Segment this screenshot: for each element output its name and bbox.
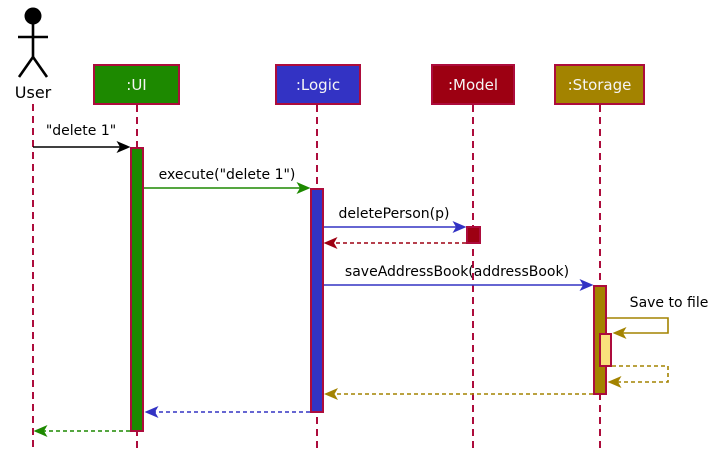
arrow-execute xyxy=(144,182,311,194)
message-label-delete-person: deletePerson(p) xyxy=(338,206,450,222)
participant-label-logic: :Logic xyxy=(295,75,341,94)
arrow-delete-person xyxy=(324,221,467,233)
participant-label-ui: :UI xyxy=(126,75,147,94)
arrow-return-logic-to-ui xyxy=(144,406,310,418)
message-label-save-address-book: saveAddressBook(addressBook) xyxy=(344,264,570,280)
participant-label-storage: :Storage xyxy=(567,75,632,94)
arrow-return-storage-to-logic xyxy=(324,388,593,400)
arrow-return-ui-to-user xyxy=(33,425,130,437)
activation-bar-storage-nested xyxy=(599,333,612,367)
actor-user-label: User xyxy=(14,83,52,102)
participant-label-model: :Model xyxy=(447,75,499,94)
message-label-save-to-file: Save to file xyxy=(629,295,709,311)
message-label-execute: execute("delete 1") xyxy=(158,167,296,183)
participant-box-model: :Model xyxy=(431,64,515,105)
participant-box-logic: :Logic xyxy=(275,64,361,105)
activation-bar-model xyxy=(466,226,481,244)
arrow-return-model-to-logic xyxy=(323,237,466,249)
participant-box-ui: :UI xyxy=(93,64,180,105)
arrow-delete-command xyxy=(33,141,131,153)
activation-bar-ui xyxy=(130,147,144,432)
arrow-self-return xyxy=(607,365,669,388)
participant-box-storage: :Storage xyxy=(554,64,645,105)
activation-bar-logic xyxy=(310,188,324,413)
arrow-save-address-book xyxy=(324,279,594,291)
message-label-delete-command: "delete 1" xyxy=(45,123,117,139)
arrow-self-save-to-file xyxy=(607,317,669,339)
actor-user-icon xyxy=(17,7,49,78)
